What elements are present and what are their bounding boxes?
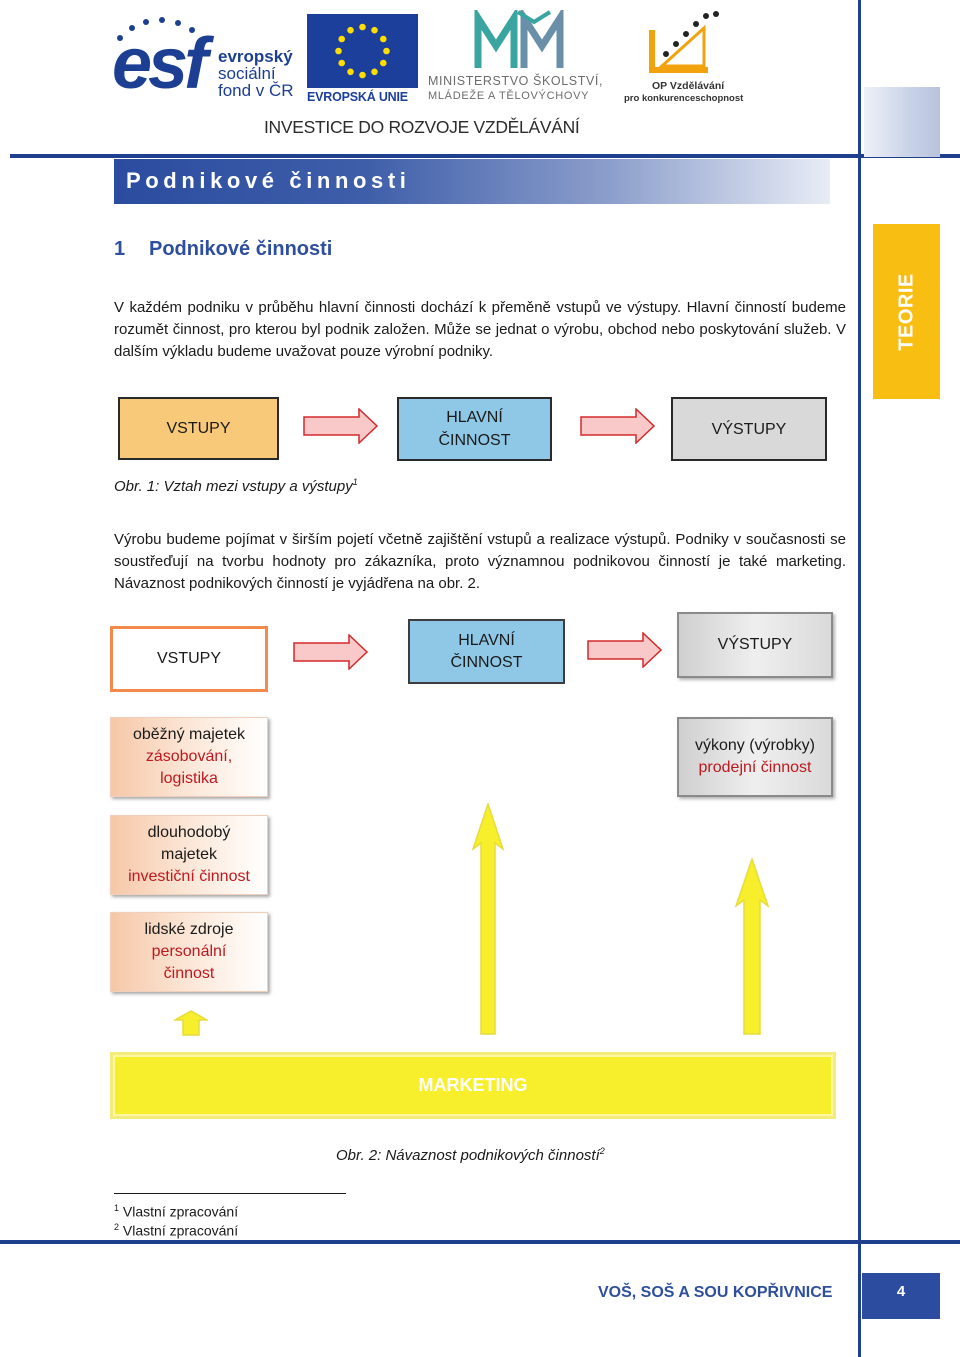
figure-1-caption: Obr. 1: Vztah mezi vstupy a výstupy1 <box>114 477 358 495</box>
esf-stars-icon <box>117 17 195 41</box>
up-arrow-outputs-icon <box>735 858 769 1035</box>
eu-star <box>347 68 354 76</box>
eu-logo: EVROPSKÁ UNIE <box>307 14 418 104</box>
footnote-rule <box>114 1193 346 1194</box>
d2-inputs-box: VSTUPY <box>110 626 268 692</box>
op-line2: pro konkurenceschopnost <box>624 93 744 104</box>
msmt-mark-icon <box>474 10 564 68</box>
d2-arrow-1-icon <box>293 634 369 670</box>
figure-2-caption: Obr. 2: Návaznost podnikových činností2 <box>336 1146 605 1164</box>
page-number-box: 4 <box>862 1273 940 1319</box>
esf-logo: esf evropský sociální fond v ČR <box>112 14 302 108</box>
d1-inputs-box: VSTUPY <box>118 397 279 460</box>
msmt-line2: MLÁDEŽE A TĚLOVÝCHOVY <box>428 90 590 102</box>
chapter-banner: Podnikové činnosti <box>114 159 830 204</box>
input-item-current-assets: oběžný majetek zásobování, logistika <box>110 717 268 797</box>
msmt-line1: MINISTERSTVO ŠKOLSTVÍ, <box>428 74 604 88</box>
eu-star <box>338 59 346 67</box>
footnote-1: 1 Vlastní zpracování <box>114 1203 239 1220</box>
investice-slogan: INVESTICE DO ROZVOJE VZDĚLÁVÁNÍ <box>264 117 580 137</box>
op-logo: OP Vzdělávání pro konkurenceschopnost <box>622 10 746 105</box>
theory-tab: TEORIE <box>873 224 940 399</box>
page-number: 4 <box>896 1283 906 1300</box>
frame-right-line <box>858 0 861 1357</box>
frame-bottom-line <box>0 1240 960 1244</box>
op-line1: OP Vzdělávání <box>652 80 725 92</box>
d1-outputs-box: VÝSTUPY <box>671 397 827 461</box>
d2-outputs-box: VÝSTUPY <box>677 612 833 678</box>
chapter-title: Podnikové činnosti <box>126 168 411 193</box>
eu-star <box>347 26 354 34</box>
frame-top-line <box>10 154 960 158</box>
footer-school-name: VOŠ, SOŠ A SOU KOPŘIVNICE <box>598 1284 833 1301</box>
footnote-2: 2 Vlastní zpracování <box>114 1222 239 1239</box>
paragraph-2: Výrobu budeme pojímat v širším pojetí vč… <box>114 531 846 592</box>
msmt-logo: MINISTERSTVO ŠKOLSTVÍ, MLÁDEŽE A TĚLOVÝC… <box>428 10 618 105</box>
section-number: 1 <box>114 238 126 260</box>
eu-star <box>359 71 366 79</box>
d2-arrow-2-icon <box>587 632 663 668</box>
up-arrow-inputs-icon <box>174 1010 208 1036</box>
input-item-fixed-assets: dlouhodobý majetek investiční činnost <box>110 815 268 895</box>
up-arrow-main-icon <box>472 803 504 1035</box>
marketing-label: MARKETING <box>418 1075 528 1095</box>
eu-star <box>338 35 346 43</box>
theory-tab-label: TEORIE <box>895 272 917 351</box>
output-item-products: výkony (výrobky) prodejní činnost <box>677 717 833 797</box>
esf-caption: evropský sociální fond v ČR <box>218 47 294 100</box>
eu-star <box>383 47 390 55</box>
section-heading: 1 Podnikové činnosti <box>114 238 332 261</box>
op-mark-icon <box>649 11 719 73</box>
eu-star <box>371 68 378 76</box>
section-title: Podnikové činnosti <box>149 238 333 260</box>
eu-star <box>371 26 378 34</box>
eu-label: EVROPSKÁ UNIE <box>307 90 408 104</box>
eu-star <box>335 47 342 55</box>
eu-flag-icon <box>307 14 418 88</box>
d1-arrow-1-icon <box>303 408 379 444</box>
esf-letters: esf <box>112 24 208 104</box>
eu-star <box>379 59 387 67</box>
input-item-human-resources: lidské zdroje personální činnost <box>110 912 268 992</box>
paragraph-1: V každém podniku v průběhu hlavní činnos… <box>114 299 846 360</box>
eu-star <box>359 23 366 31</box>
eu-star <box>379 35 387 43</box>
corner-decoration <box>864 87 940 157</box>
d1-arrow-2-icon <box>580 408 656 444</box>
marketing-bar: MARKETING <box>110 1052 836 1119</box>
